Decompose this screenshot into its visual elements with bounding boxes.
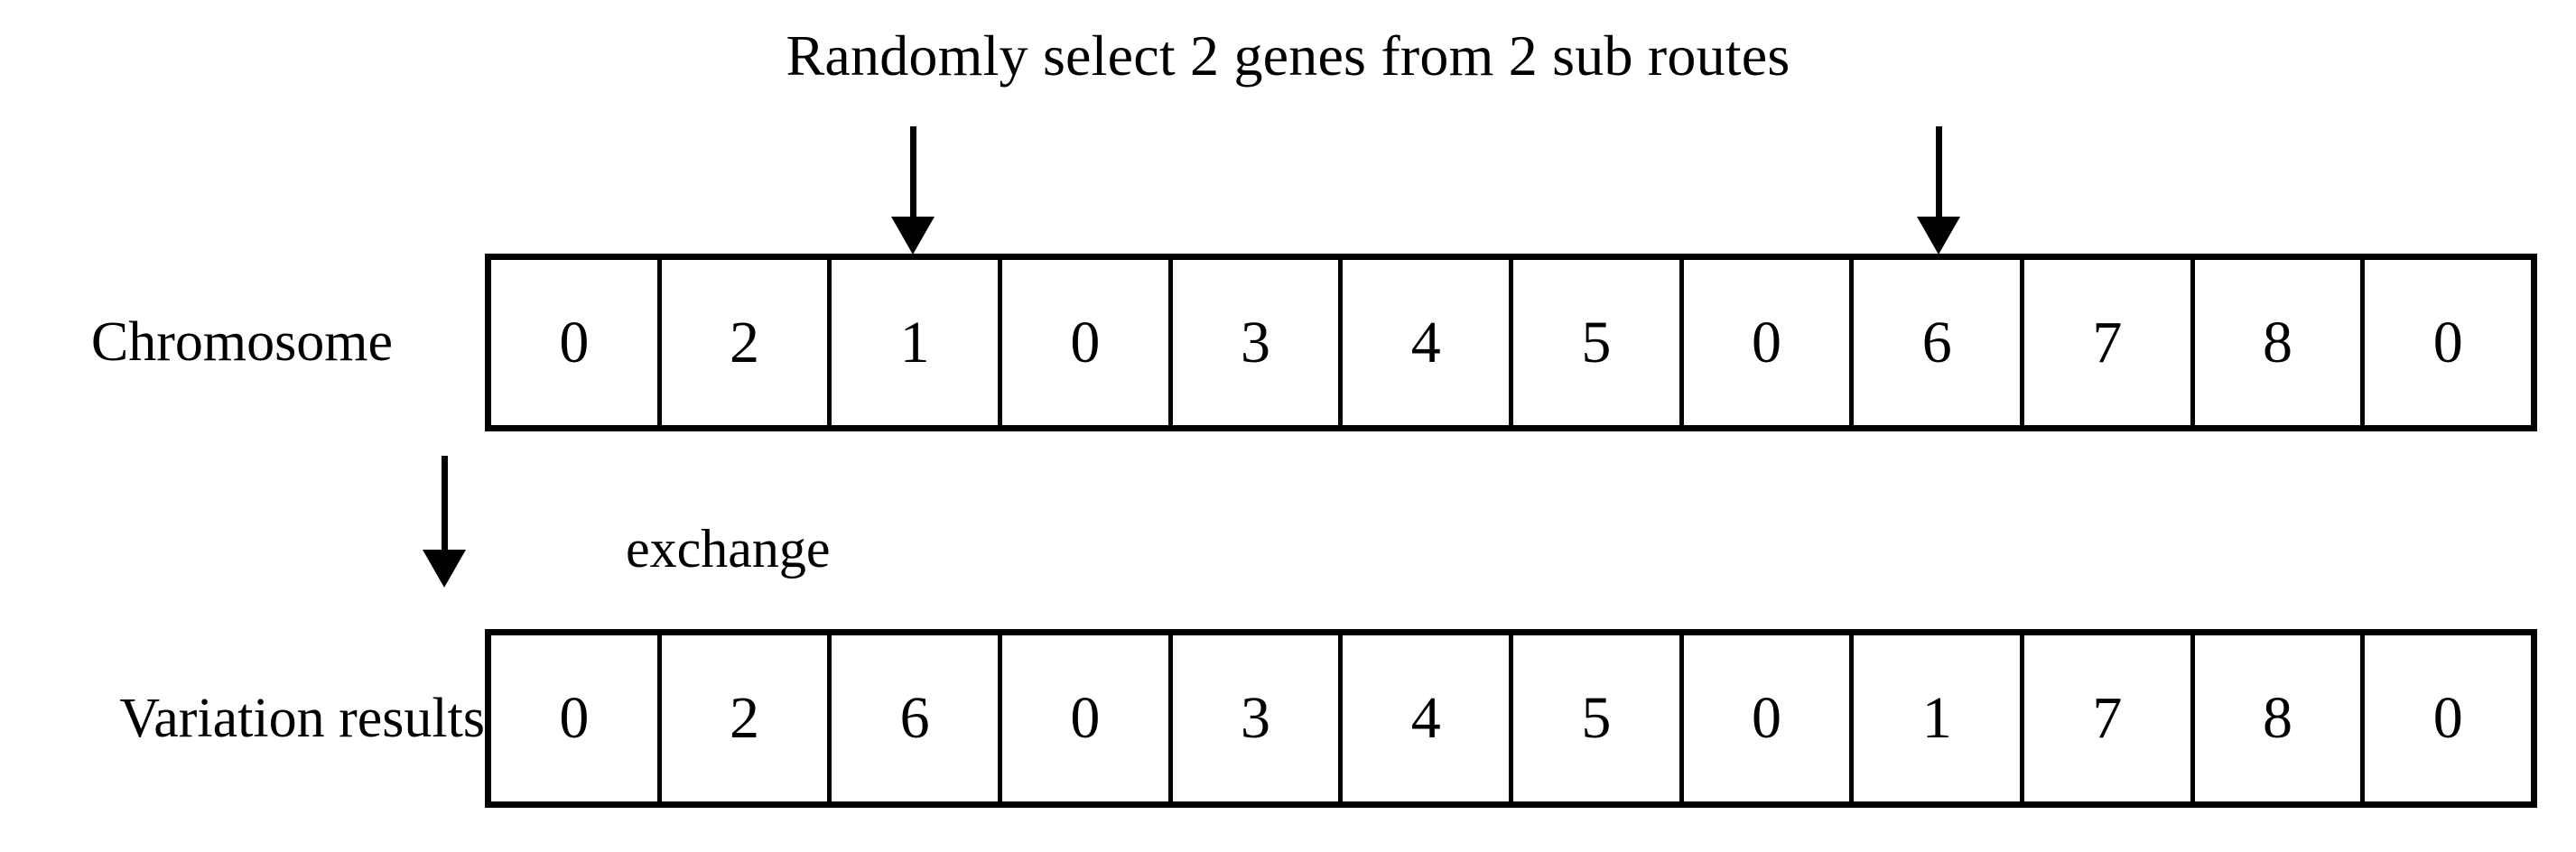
gene-cell: 3 (1172, 635, 1344, 801)
gene-cell: 8 (2194, 260, 2366, 425)
gene-cell: 0 (491, 260, 662, 425)
arrow-shaft (909, 126, 916, 220)
gene-cell: 4 (1343, 260, 1514, 425)
chromosome-strip: 0 2 1 0 3 4 5 0 6 7 8 0 (485, 254, 2537, 431)
arrow-shaft (441, 456, 448, 553)
diagram-title: Randomly select 2 genes from 2 sub route… (786, 23, 1790, 88)
gene-cell: 0 (2365, 260, 2532, 425)
gene-cell: 1 (1854, 635, 2025, 801)
flow-arrow-down (417, 456, 471, 588)
gene-cell: 5 (1513, 635, 1684, 801)
selection-arrow-gene-1 (886, 126, 940, 255)
gene-cell: 4 (1343, 635, 1514, 801)
gene-cell: 0 (2365, 635, 2532, 801)
gene-cell: 2 (661, 260, 832, 425)
gene-cell: 1 (832, 260, 1003, 425)
gene-cell: 0 (1002, 635, 1173, 801)
row-label-chromosome: Chromosome (90, 311, 393, 373)
gene-cell: 3 (1172, 260, 1344, 425)
arrow-head-down-icon (891, 217, 935, 255)
variation-results-strip: 0 2 6 0 3 4 5 0 1 7 8 0 (485, 629, 2537, 808)
gene-cell: 8 (2194, 635, 2366, 801)
gene-cell: 0 (1683, 635, 1855, 801)
gene-cell: 0 (491, 635, 662, 801)
gene-cell: 5 (1513, 260, 1684, 425)
gene-cell: 7 (2024, 260, 2195, 425)
arrow-shaft (1935, 126, 1942, 220)
gene-cell: 0 (1002, 260, 1173, 425)
gene-cell: 6 (1854, 260, 2025, 425)
gene-cell: 6 (832, 635, 1003, 801)
arrow-head-down-icon (423, 550, 466, 588)
gene-cell: 7 (2024, 635, 2195, 801)
exchange-label: exchange (626, 519, 831, 579)
arrow-head-down-icon (1917, 217, 1960, 255)
selection-arrow-gene-2 (1911, 126, 1966, 255)
row-label-variation-results: Variation results (119, 688, 485, 749)
gene-cell: 0 (1683, 260, 1855, 425)
gene-cell: 2 (661, 635, 832, 801)
